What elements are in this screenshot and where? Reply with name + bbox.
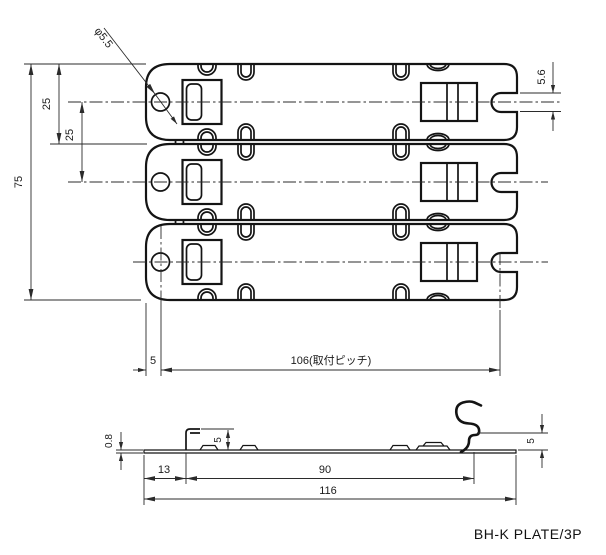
hook-height-label: 5 [526, 438, 537, 444]
hole-diameter-label: φ5.5 [92, 25, 115, 50]
tab-height-label: 5 [213, 437, 224, 443]
tab-offset-label: 13 [158, 464, 170, 476]
section-pitch-label: 25 [41, 98, 53, 110]
side-view [143, 400, 517, 454]
extension-lines-top [24, 63, 561, 376]
mounting-pitch-label: 106(取付ピッチ) [291, 354, 372, 367]
hook-pitch-label: 90 [319, 464, 331, 476]
spring-hook-profile [454, 400, 483, 454]
slot-width-label: 5.6 [536, 69, 548, 84]
hole-leader-tail [154, 93, 178, 125]
hole-pitch-label: 25 [64, 129, 76, 141]
connecting-bridges [174, 139, 185, 225]
overall-length-label: 116 [319, 485, 337, 497]
bent-tab-profile [185, 428, 200, 450]
plate-profile [143, 449, 517, 454]
top-view-dimensions: φ5.5 75 25 25 5.6 5 106(取付ピッチ) [13, 25, 561, 376]
top-view [68, 62, 561, 310]
thickness-label: 0.8 [104, 434, 115, 448]
hole-offset-label: 5 [150, 355, 156, 367]
hole-leader-line [103, 27, 156, 95]
side-view-dimensions: 0.8 5 5 13 90 116 [104, 414, 548, 505]
surface-bumps [199, 441, 451, 451]
overall-height-label: 75 [13, 176, 25, 188]
drawing-title: BH-K PLATE/3P [474, 526, 582, 542]
